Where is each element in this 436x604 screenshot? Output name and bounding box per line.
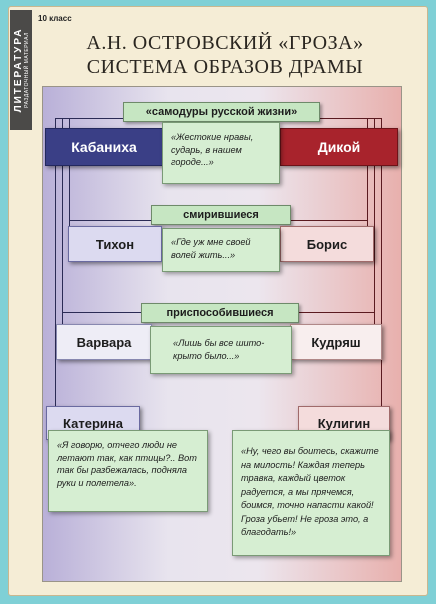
side-label: ЛИТЕРАТУРА РАЗДАТОЧНЫЙ МАТЕРИАЛ [11,10,33,130]
side-label-sub: РАЗДАТОЧНЫЙ МАТЕРИАЛ [24,32,30,108]
quote-kuligin: «Ну, чего вы боитесь, скажите на милость… [232,430,390,556]
connector-line [69,220,151,221]
character-varvara: Варвара [56,324,152,360]
quote-katerina: «Я говорю, отчего люди не летают так, ка… [48,430,208,512]
connector-line [62,118,63,328]
quote-adapted: «Лишь бы все шито-крыто было...» [150,326,292,374]
character-kudryash: Кудряш [290,324,382,360]
connector-line [55,118,56,408]
character-kabanikha: Кабаниха [45,128,163,166]
character-boris: Борис [280,226,374,262]
connector-line [320,118,382,119]
group-label-adapted: приспособившиеся [141,303,299,323]
grade-label: 10 класс [38,14,72,23]
connector-line [298,312,375,313]
connector-line [374,118,375,328]
connector-line [55,118,125,119]
group-label-tyrants: «самодуры русской жизни» [123,102,320,122]
group-label-resigned: смирившиеся [151,205,291,225]
page-title-line2: СИСТЕМА ОБРАЗОВ ДРАМЫ [86,56,364,78]
quote-resigned: «Где уж мне своей волей жить...» [162,228,280,272]
connector-line [381,118,382,408]
connector-line [367,118,368,238]
side-label-block [10,10,32,130]
quote-tyrants: «Жестокие нравы, сударь, в нашем городе.… [162,122,280,184]
side-label-main: ЛИТЕРАТУРА [13,27,24,113]
connector-line [69,118,70,238]
connector-line [290,220,368,221]
character-dikoy: Дикой [280,128,398,166]
page-title-line1: А.Н. ОСТРОВСКИЙ «ГРОЗА» [86,32,364,54]
character-tikhon: Тихон [68,226,162,262]
connector-line [62,312,142,313]
